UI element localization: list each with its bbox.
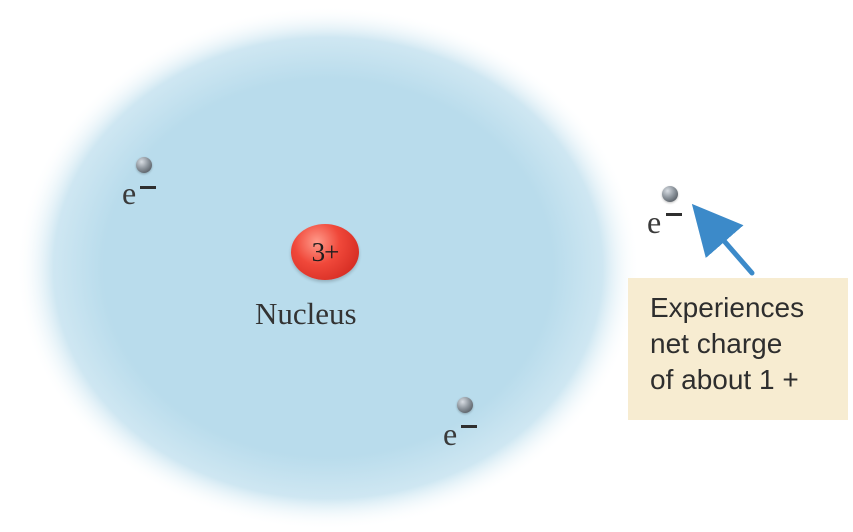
minus-sign (666, 213, 682, 216)
electron-symbol: e (122, 175, 137, 211)
electron-ball (457, 397, 473, 413)
nucleus-label: Nucleus (255, 296, 357, 331)
electron-symbol: e (647, 204, 662, 240)
electron-ball (662, 186, 678, 202)
callout-line: of about 1 + (650, 364, 799, 395)
callout-line: net charge (650, 328, 783, 359)
minus-sign (461, 425, 477, 428)
callout-arrow (691, 203, 755, 276)
nucleus-charge: 3+ (311, 236, 340, 267)
minus-sign (140, 186, 156, 189)
electron-ball (136, 157, 152, 173)
callout-line: Experiences (650, 292, 805, 323)
callout-text: Experiences net charge of about 1 + (650, 290, 850, 398)
callout-box (628, 278, 848, 420)
electron-symbol: e (443, 416, 458, 452)
nucleus: 3+ (291, 224, 359, 280)
